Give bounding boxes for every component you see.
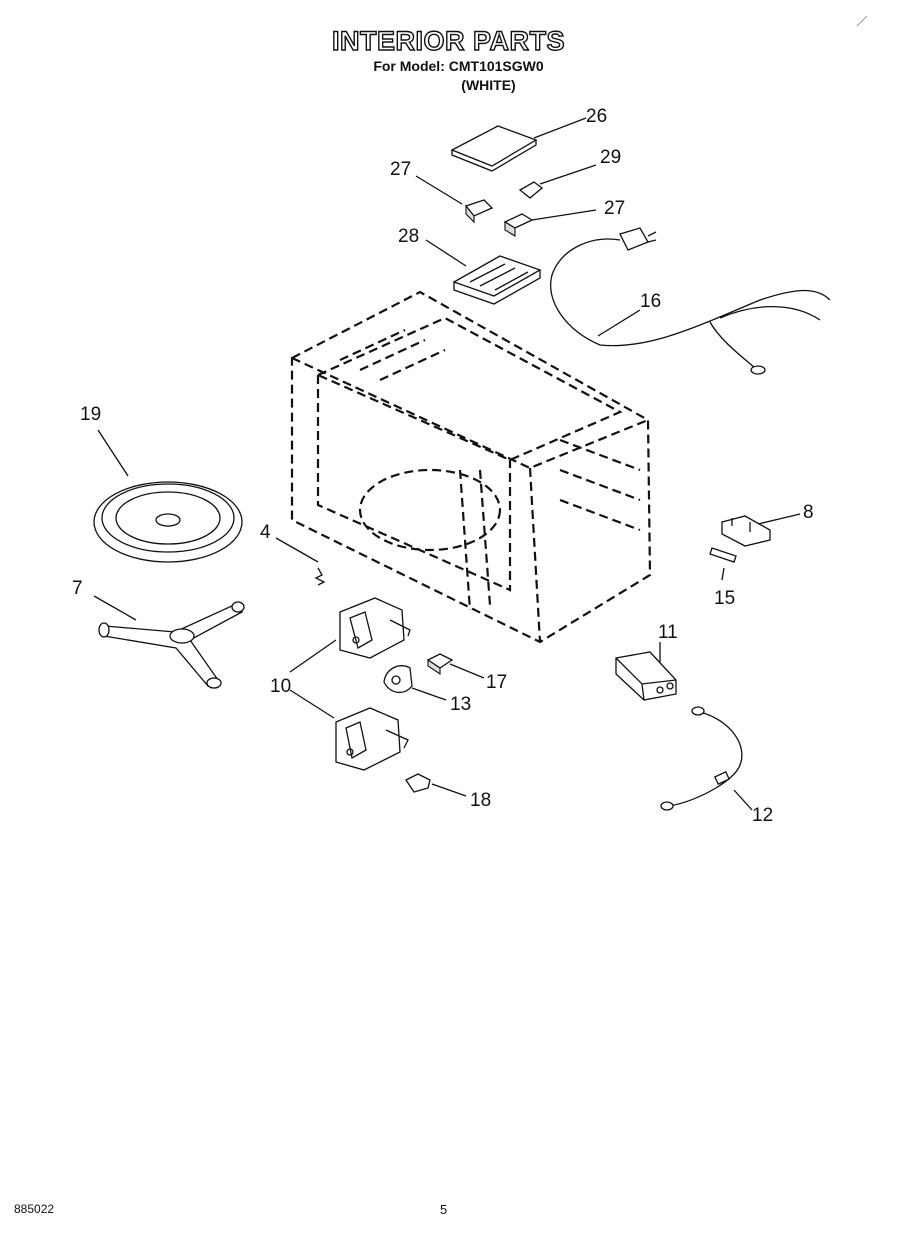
part-28-bracket [452, 255, 542, 305]
part-27b-clip [503, 213, 534, 237]
model-line: For Model: CMT101SGW0 [373, 58, 544, 74]
callout-28: 28 [398, 226, 419, 247]
part-17-switch [426, 653, 454, 676]
callout-10: 10 [270, 676, 291, 697]
oven-cavity-outline [290, 290, 652, 644]
callout-17: 17 [486, 672, 507, 693]
part-18-switch [405, 773, 431, 793]
part-11-capacitor [615, 651, 677, 701]
part-19-turntable-tray [93, 481, 243, 563]
part-4-spring [314, 567, 326, 586]
callout-29: 29 [600, 147, 621, 168]
callout-19: 19 [80, 404, 101, 425]
callout-labels: 26 27 29 27 28 16 19 4 8 15 7 11 10 17 1… [72, 106, 814, 826]
part-13-actuator [383, 665, 413, 693]
part-12-diode [660, 706, 743, 811]
leader-lines [93, 117, 801, 811]
callout-27b: 27 [604, 198, 625, 219]
corner-mark-icon [856, 15, 868, 27]
part-10-switch-bracket-upper [339, 597, 411, 659]
callout-27a: 27 [390, 159, 411, 180]
part-29-latch [518, 181, 544, 199]
part-10-switch-bracket-lower [335, 707, 409, 771]
page-number: 5 [440, 1202, 448, 1217]
document-number: 885022 [14, 1202, 55, 1216]
callout-11: 11 [658, 622, 678, 643]
callout-13: 13 [450, 694, 471, 715]
page-title: INTERIOR PARTS [331, 25, 565, 56]
callout-4: 4 [260, 522, 271, 543]
callout-18: 18 [470, 790, 491, 811]
callout-7: 7 [72, 578, 83, 599]
part-16-power-cord [550, 227, 831, 375]
color-line: (WHITE) [461, 77, 516, 93]
callout-15: 15 [714, 588, 735, 609]
callout-26: 26 [586, 106, 607, 127]
callout-12: 12 [752, 805, 773, 826]
part-15-fuse [709, 547, 737, 563]
callout-16: 16 [640, 291, 661, 312]
part-8-fuse-holder [721, 515, 771, 547]
part-26-cover [450, 125, 538, 172]
callout-8: 8 [803, 502, 814, 523]
part-7-roller-support [98, 601, 245, 689]
part-27a-clip [464, 199, 494, 224]
